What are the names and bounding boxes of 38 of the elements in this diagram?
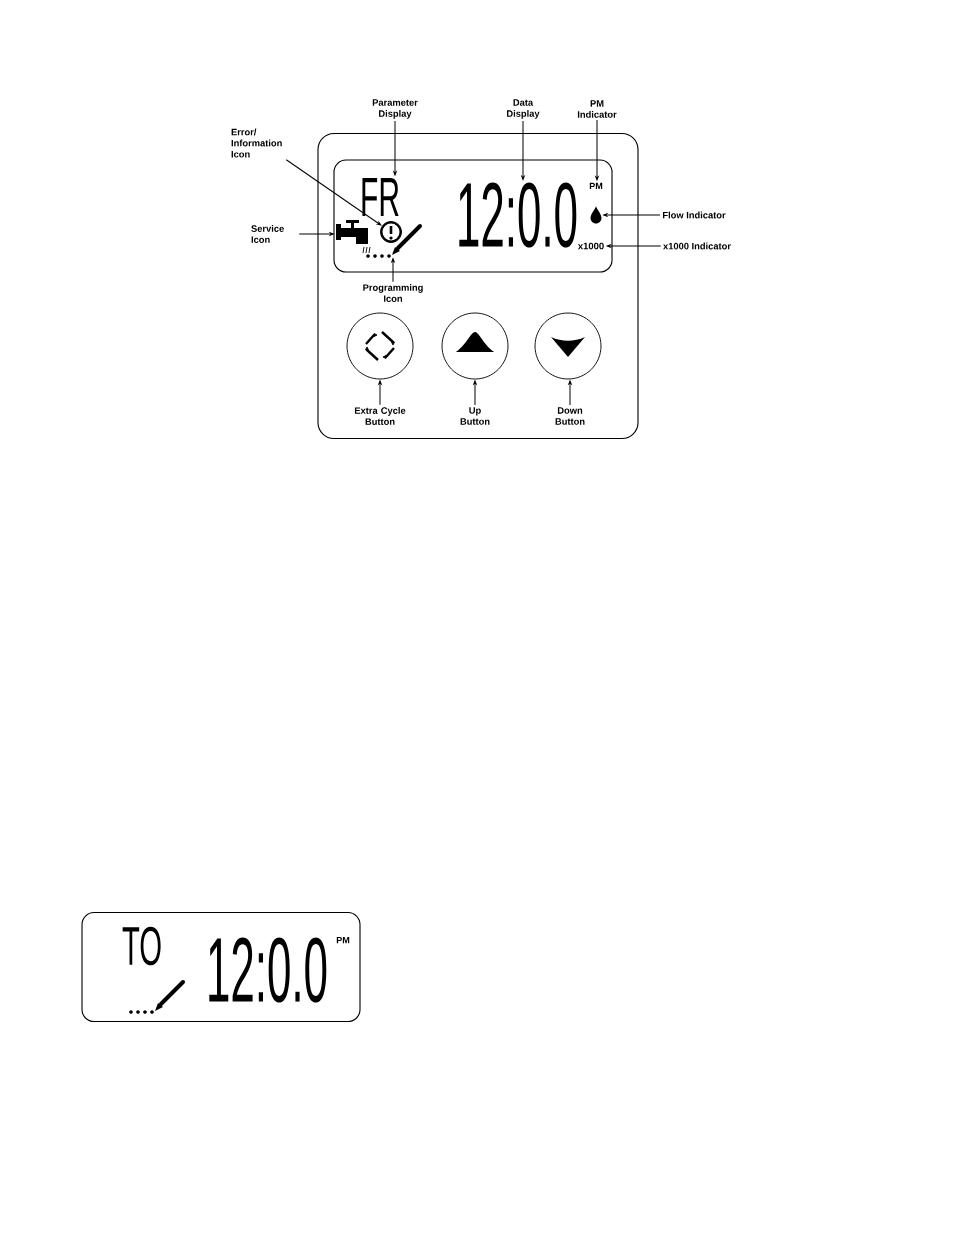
arrow bbox=[285, 159, 382, 226]
down-button bbox=[534, 312, 602, 380]
arrow bbox=[473, 380, 477, 406]
arrow bbox=[521, 120, 525, 181]
callout-label: Parameter Display bbox=[372, 99, 418, 119]
callout-label: Programming Icon bbox=[363, 284, 423, 302]
drop-icon bbox=[590, 206, 602, 224]
arrow bbox=[378, 380, 382, 406]
parameter-readout: TO bbox=[122, 926, 161, 966]
callout-label: Data Display bbox=[507, 99, 540, 119]
callout-label: PM Indicator bbox=[577, 100, 617, 118]
x1000-indicator: x1000 bbox=[577, 242, 604, 250]
data-readout: 12:0.0 bbox=[209, 937, 327, 1003]
callout-label: Flow Indicator bbox=[663, 211, 726, 219]
arrow bbox=[568, 380, 572, 406]
callout-label: Service Icon bbox=[251, 225, 284, 243]
up-button bbox=[441, 312, 509, 380]
pm-indicator: PM bbox=[336, 936, 350, 944]
faucet-icon bbox=[336, 220, 371, 254]
pm-indicator: PM bbox=[589, 182, 603, 190]
callout-label: Error/ Information Icon bbox=[231, 128, 282, 158]
callout-label: Down Button bbox=[555, 407, 585, 425]
callout-label: Up Button bbox=[460, 407, 490, 425]
arrow bbox=[603, 213, 661, 217]
parameter-readout: FR bbox=[362, 178, 399, 216]
arrow bbox=[298, 232, 334, 236]
lcd-screen bbox=[333, 159, 613, 273]
callout-label: x1000 Indicator bbox=[663, 242, 731, 250]
control-panel bbox=[317, 132, 639, 440]
arrow bbox=[393, 120, 397, 176]
arrow bbox=[391, 258, 395, 283]
error-icon bbox=[380, 221, 402, 243]
arrow bbox=[606, 244, 662, 248]
data-readout: 12:0.0 bbox=[459, 182, 577, 248]
callout-label: Extra Cycle Button bbox=[354, 407, 406, 425]
pencil-icon bbox=[366, 224, 422, 258]
arrow bbox=[595, 119, 599, 181]
extra-cycle-button bbox=[346, 312, 414, 380]
